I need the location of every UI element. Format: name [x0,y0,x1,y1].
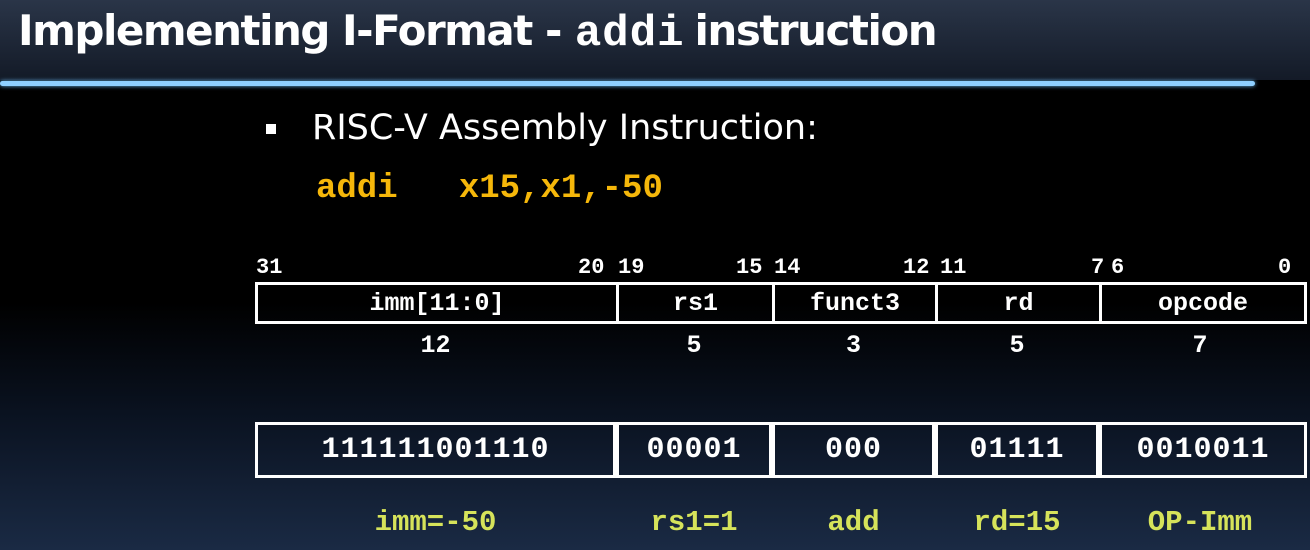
bit-number-19: 19 [618,255,645,280]
field-opcode: opcode [1157,288,1248,318]
title-bar [0,0,1310,80]
binary-opcode: 0010011 [1136,433,1270,467]
bit-number-11: 11 [940,255,967,280]
bit-number-31: 31 [256,255,283,280]
binary-encoding-row: 111111001110 00001 000 01111 0010011 [255,422,1307,478]
field-width-row: 12 5 3 5 7 [255,330,1307,360]
bit-number-15: 15 [736,255,763,280]
width-imm: 12 [420,330,451,360]
slide-title: Implementing I-Format - addi instruction [18,6,938,76]
format-field-row: imm[11:0] rs1 funct3 rd opcode [255,282,1307,324]
field-imm: imm[11:0] [258,285,619,321]
field-funct3: funct3 [775,285,938,321]
binary-rs1: 00001 [619,425,775,475]
binary-imm: 111111001110 [258,425,619,475]
bit-number-0: 0 [1278,255,1292,280]
title-mnemonic: addi [574,9,685,59]
binary-funct3: 000 [775,425,938,475]
meaning-funct3: add [827,505,880,539]
meaning-imm: imm=-50 [374,505,497,539]
meaning-rs1: rs1=1 [650,505,738,539]
square-bullet-icon [266,124,276,134]
bullet-text: RISC-V Assembly Instruction: [312,108,818,148]
bit-number-7: 7 [1091,255,1105,280]
width-rs1: 5 [686,330,702,360]
bit-number-14: 14 [774,255,801,280]
bit-number-12: 12 [903,255,930,280]
bit-number-20: 20 [578,255,605,280]
field-meaning-row: imm=-50 rs1=1 add rd=15 OP-Imm [255,500,1307,544]
field-rd: rd [938,285,1102,321]
width-rd: 5 [1009,330,1025,360]
width-funct3: 3 [845,330,861,360]
title-underline [0,81,1255,86]
bit-number-6: 6 [1111,255,1125,280]
title-suffix: instruction [694,6,938,55]
assembly-instruction: addi x15,x1,-50 [316,170,663,208]
meaning-rd: rd=15 [973,505,1061,539]
field-rs1: rs1 [619,285,775,321]
meaning-opcode: OP-Imm [1147,505,1253,539]
width-opcode: 7 [1192,330,1208,360]
binary-rd: 01111 [938,425,1102,475]
title-prefix: Implementing I-Format - [18,6,562,55]
